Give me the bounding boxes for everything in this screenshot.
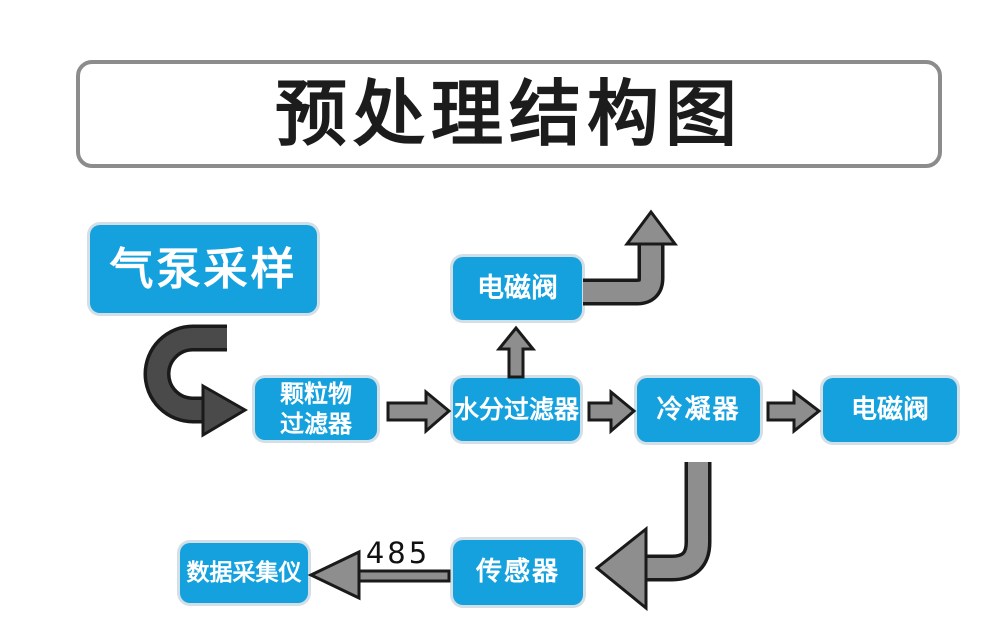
diagram-title: 预处理结构图 <box>274 72 743 156</box>
node-data-collector-label: 数据采集仪 <box>186 559 302 586</box>
arrow-moisture-to-condenser-icon <box>587 388 637 435</box>
node-solenoid-valve-top: 电磁阀 <box>453 257 582 320</box>
arrow-solenoid-vent-icon <box>583 209 678 306</box>
node-particulate-filter: 颗粒物 过滤器 <box>255 378 377 440</box>
node-condenser: 冷凝器 <box>637 378 760 442</box>
node-moisture-filter-label: 水分过滤器 <box>453 394 579 424</box>
node-air-pump-sampling: 气泵采样 <box>90 225 317 313</box>
node-moisture-filter: 水分过滤器 <box>453 378 580 441</box>
node-data-collector: 数据采集仪 <box>180 543 308 603</box>
arrow-condenser-to-sensor-icon <box>594 462 712 612</box>
node-sensor-label: 传感器 <box>475 557 560 588</box>
node-air-pump-sampling-label: 气泵采样 <box>109 243 298 295</box>
arrow-particulate-to-moisture-icon <box>386 388 452 435</box>
bus-485-label: 485 <box>365 536 431 570</box>
node-particulate-filter-label: 颗粒物 过滤器 <box>280 380 352 438</box>
arrow-moisture-to-solenoid-icon <box>495 325 537 379</box>
node-condenser-label: 冷凝器 <box>656 394 741 425</box>
arrow-condenser-to-solenoid-icon <box>766 388 822 435</box>
diagram-title-box: 预处理结构图 <box>76 60 942 168</box>
node-solenoid-valve-right: 电磁阀 <box>823 378 957 442</box>
arrow-pump-to-particulate-icon <box>143 324 248 438</box>
node-solenoid-valve-right-label: 电磁阀 <box>850 394 929 425</box>
node-solenoid-valve-top-label: 电磁阀 <box>477 272 558 304</box>
node-sensor: 传感器 <box>453 540 583 605</box>
